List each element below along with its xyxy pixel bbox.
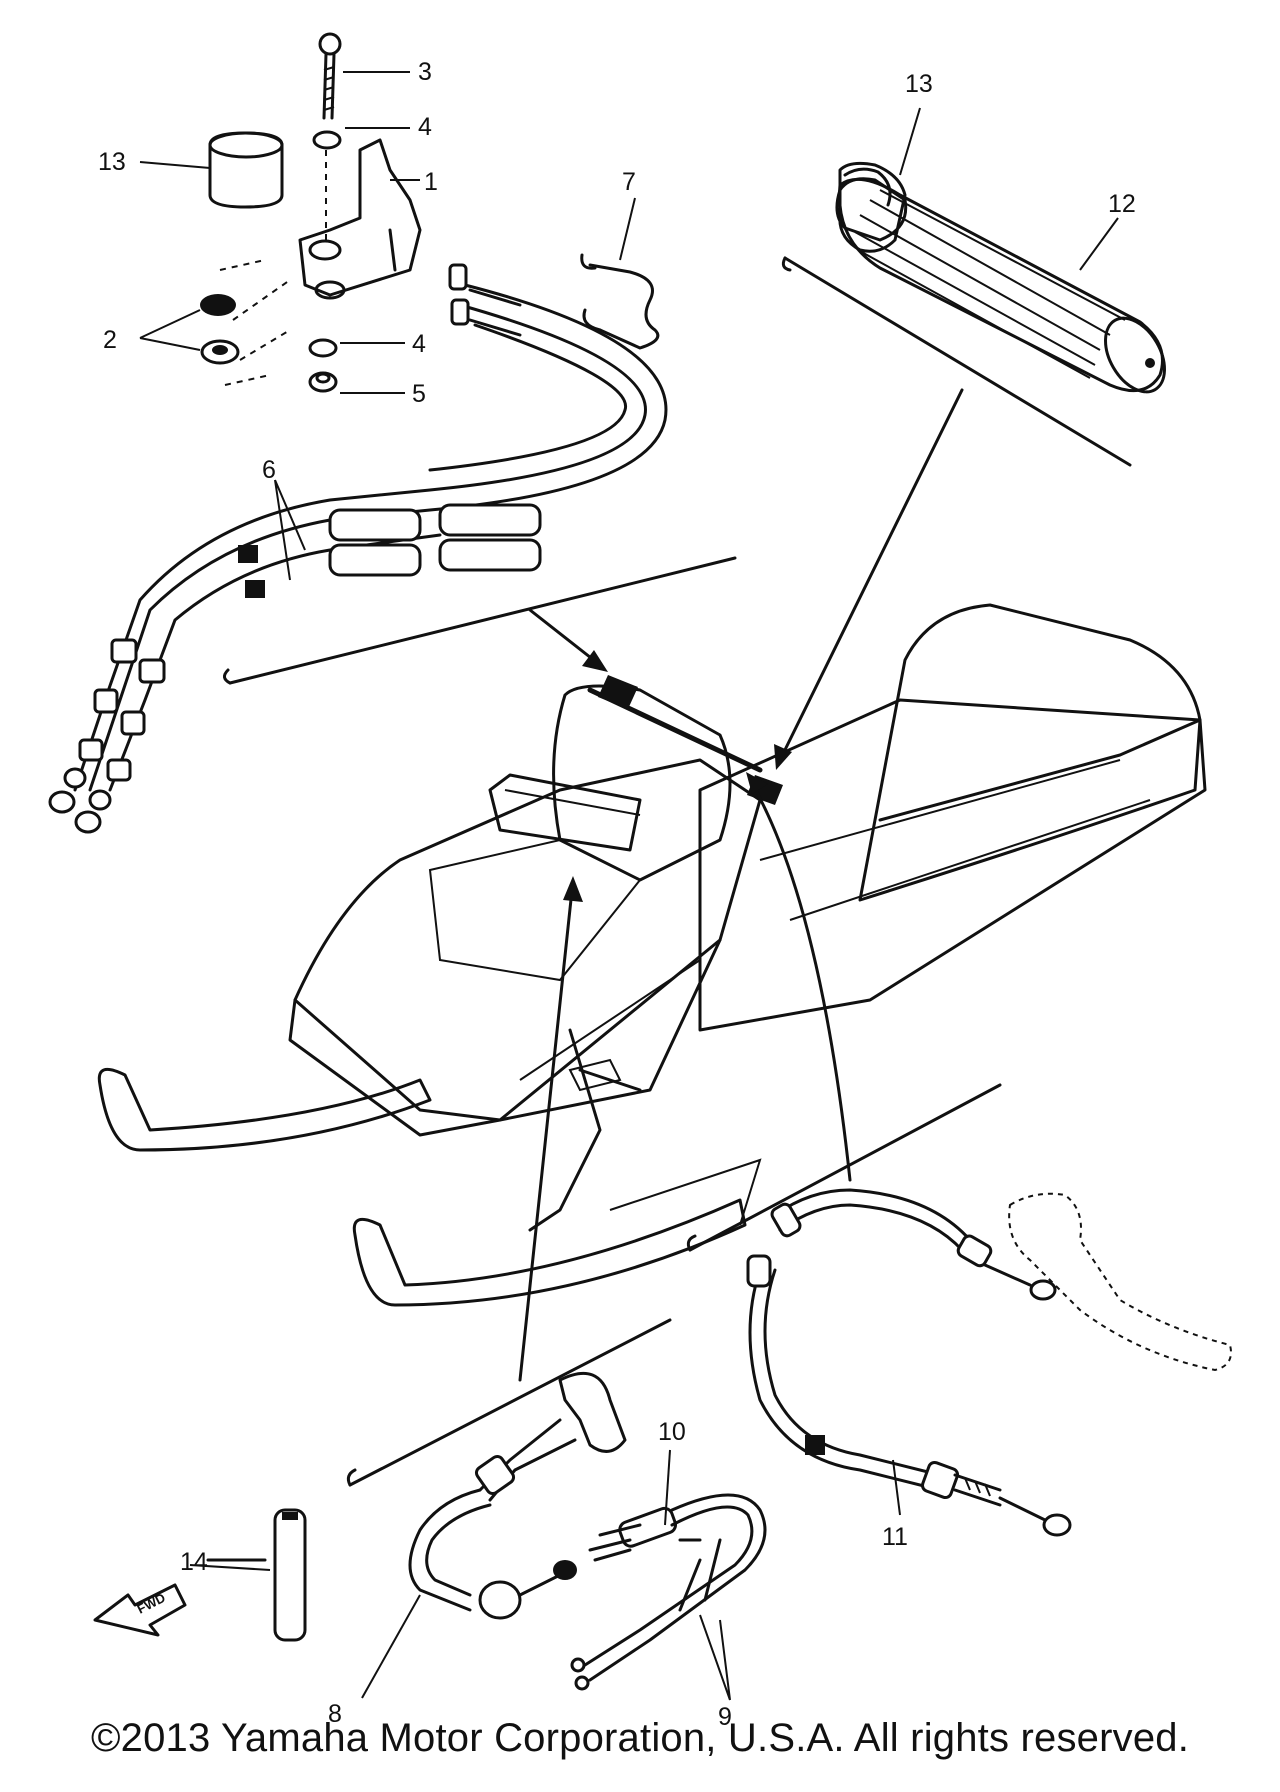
fwd-arrow-label: FWD xyxy=(135,1590,168,1617)
callout-4-top: 4 xyxy=(418,113,432,141)
callout-1: 1 xyxy=(424,168,438,196)
grip-parts xyxy=(835,161,1166,394)
panel-lines xyxy=(223,256,1132,1487)
callout-3: 3 xyxy=(418,58,432,86)
clip-part xyxy=(580,253,660,350)
callout-10: 10 xyxy=(658,1418,686,1446)
choke-cable-parts xyxy=(93,1371,767,1691)
callout-6: 6 xyxy=(262,456,276,484)
callout-5: 5 xyxy=(412,380,426,408)
callout-8: 8 xyxy=(328,1700,342,1728)
callout-13-left: 13 xyxy=(98,148,126,176)
callout-11: 11 xyxy=(882,1523,908,1551)
callout-12: 12 xyxy=(1108,190,1136,218)
callout-4-bottom: 4 xyxy=(412,330,426,358)
callout-labels: 1 2 3 4 4 5 6 7 8 9 10 11 12 13 13 14 FW… xyxy=(98,58,1136,1731)
bracket-assembly xyxy=(200,32,422,393)
snowmobile-illustration xyxy=(97,603,1207,1307)
throttle-cables xyxy=(48,263,668,834)
brake-cable-parts xyxy=(746,1188,1232,1537)
callout-14: 14 xyxy=(180,1548,208,1576)
callout-2: 2 xyxy=(103,326,117,354)
callout-13-right: 13 xyxy=(905,70,933,98)
leader-arrows xyxy=(518,388,964,1382)
copyright-notice: ©2013 Yamaha Motor Corporation, U.S.A. A… xyxy=(90,1716,1190,1760)
callout-9: 9 xyxy=(718,1703,732,1731)
callout-leaders xyxy=(139,71,1119,1701)
callout-7: 7 xyxy=(622,168,636,196)
